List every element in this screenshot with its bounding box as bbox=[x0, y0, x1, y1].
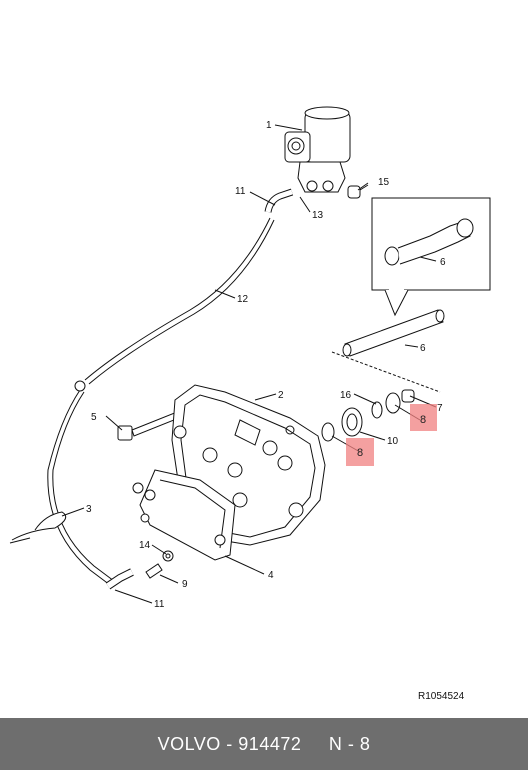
callout-16: 16 bbox=[340, 390, 352, 401]
callout-1: 1 bbox=[266, 120, 272, 131]
callout-6: 6 bbox=[440, 257, 446, 268]
callout-7: 7 bbox=[437, 403, 443, 414]
footer-separator: - bbox=[220, 733, 239, 754]
parts-diagram: 1 15 11 13 6 12 6 16 2 7 5 10 8 8 3 14 9… bbox=[9, 106, 491, 610]
callout-8-left: 8 bbox=[357, 447, 363, 459]
callout-14: 14 bbox=[139, 540, 151, 551]
footer-gap bbox=[301, 734, 329, 755]
footer-position: N - 8 bbox=[328, 733, 371, 754]
callout-11: 11 bbox=[235, 186, 246, 197]
reference-code: R1054524 bbox=[418, 691, 465, 702]
callout-15: 15 bbox=[378, 177, 390, 188]
solenoid-valve-part bbox=[284, 106, 369, 199]
callout-12: 12 bbox=[237, 294, 249, 305]
footer-bar: VOLVO - 914472 N - 8 bbox=[0, 718, 528, 770]
callout-3: 3 bbox=[86, 504, 92, 515]
callout-11b: 11 bbox=[154, 599, 165, 610]
callout-8-right: 8 bbox=[420, 414, 426, 426]
pin-part bbox=[342, 309, 445, 357]
bearing-set bbox=[321, 389, 415, 442]
cover-plate bbox=[132, 469, 236, 561]
callout-9: 9 bbox=[182, 579, 188, 590]
footer-part-number: 914472 bbox=[238, 733, 302, 754]
callout-6b: 6 bbox=[420, 343, 426, 354]
callout-4: 4 bbox=[268, 570, 274, 581]
callout-13: 13 bbox=[312, 210, 324, 221]
footer-brand: VOLVO bbox=[157, 733, 221, 754]
callout-10: 10 bbox=[387, 436, 399, 447]
callout-5: 5 bbox=[91, 412, 97, 423]
callout-2: 2 bbox=[278, 390, 284, 401]
pin-part-detail bbox=[384, 218, 474, 266]
